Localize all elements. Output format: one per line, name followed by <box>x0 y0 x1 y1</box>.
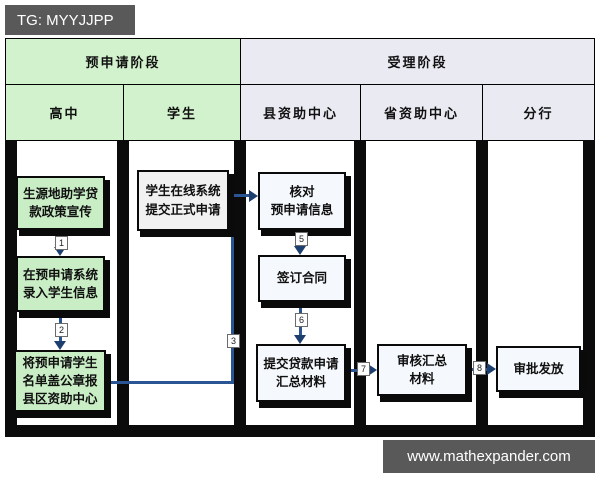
node-sign-contract: 签订合同 <box>258 255 346 302</box>
arrow-right-icon <box>368 364 377 376</box>
arrow-right-icon <box>487 363 496 375</box>
node-policy-promotion: 生源地助学贷 款政策宣传 <box>16 176 105 230</box>
connector-step-label: 3 <box>227 334 240 348</box>
lane-divider <box>234 140 246 437</box>
node-approve-disburse: 审批发放 <box>496 346 581 392</box>
lane-divider <box>354 140 366 437</box>
lane-header-province-funding-center: 省资助中心 <box>360 84 483 141</box>
connector-line <box>106 381 234 384</box>
stage-header-pre-application: 预申请阶段 <box>5 38 241 85</box>
stage-header-acceptance: 受理阶段 <box>240 38 595 85</box>
lane-divider <box>583 140 595 437</box>
lane-header-high-school: 高中 <box>5 84 124 141</box>
lane-header-bank-branch: 分行 <box>482 84 595 141</box>
arrow-down-icon <box>54 247 66 256</box>
node-enter-student-info: 在预申请系统 录入学生信息 <box>16 256 105 312</box>
node-verify-preapplication: 核对 预申请信息 <box>258 172 346 230</box>
connector-step-label: 1 <box>55 236 68 250</box>
connector-step-label: 2 <box>55 323 68 337</box>
connector-step-label: 5 <box>295 232 308 246</box>
connector-step-label: 6 <box>295 313 308 327</box>
node-submit-loan-materials: 提交贷款申请 汇总材料 <box>256 344 346 402</box>
node-student-online-apply: 学生在线系统 提交正式申请 <box>137 170 229 231</box>
arrow-down-icon <box>54 341 66 350</box>
lane-header-county-funding-center: 县资助中心 <box>240 84 361 141</box>
top-tag-badge: TG: MYYJJPP <box>5 5 135 35</box>
node-report-stamped-list: 将预申请学生 名单盖公章报 县区资助中心 <box>14 350 106 412</box>
lane-divider <box>476 140 488 437</box>
lane-header-student: 学生 <box>123 84 241 141</box>
lane-bottom-border <box>5 425 595 437</box>
connector-step-label: 8 <box>473 361 486 375</box>
connector-step-label: 7 <box>357 362 370 376</box>
watermark-url: www.mathexpander.com <box>383 440 595 473</box>
arrow-down-icon <box>294 335 306 344</box>
node-review-materials: 审核汇总 材料 <box>377 344 467 396</box>
connector-line <box>231 194 234 384</box>
lane-divider <box>117 140 129 437</box>
arrow-down-icon <box>294 246 306 255</box>
connector-line <box>229 194 252 197</box>
arrow-right-icon <box>249 190 258 202</box>
